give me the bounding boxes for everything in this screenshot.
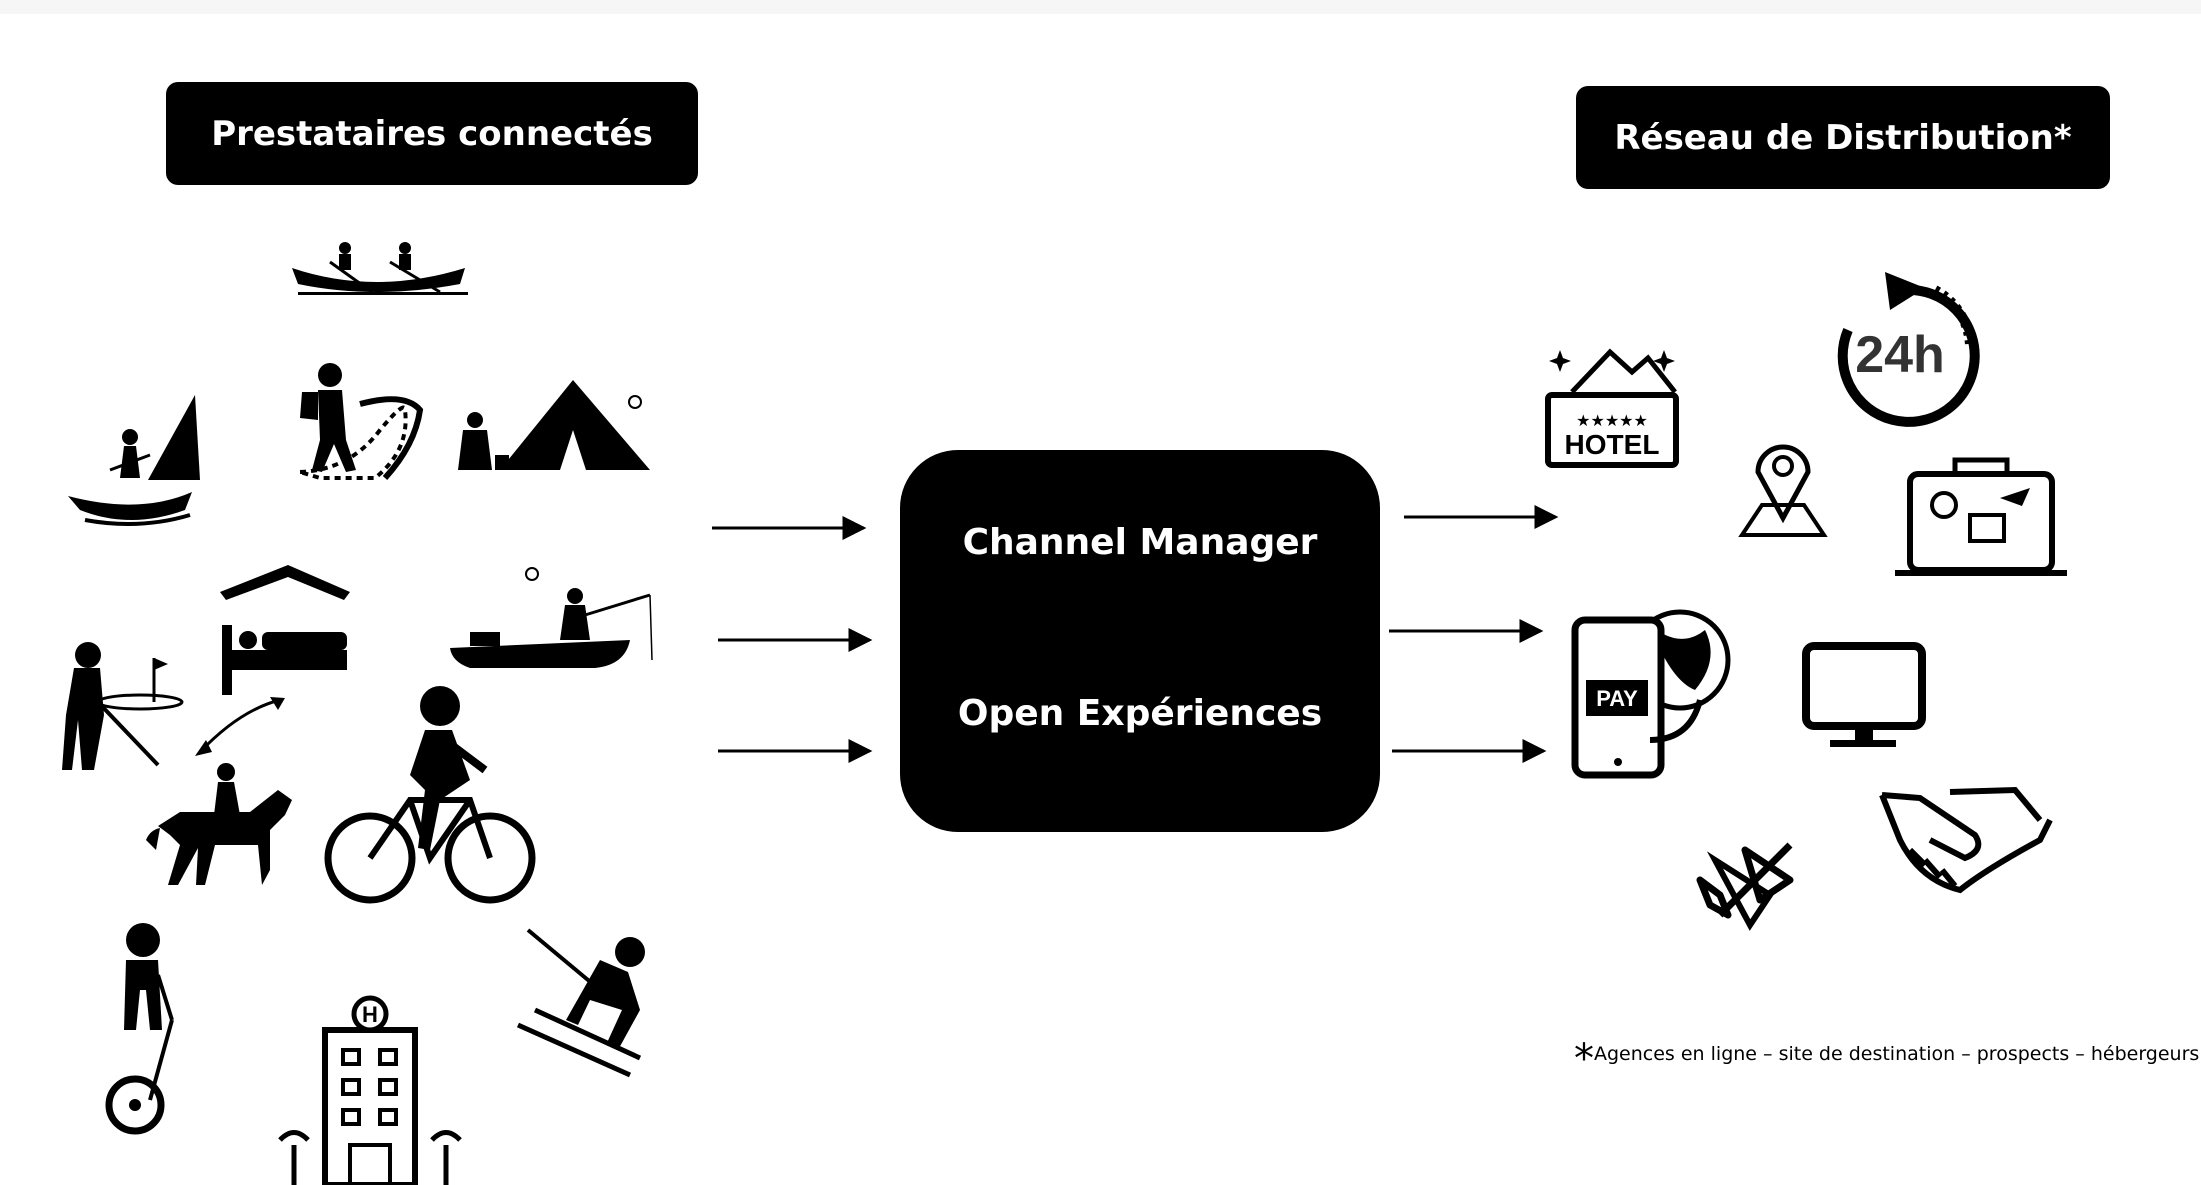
channel-manager-box: Channel Manager Open Expériences	[900, 450, 1380, 832]
footnote-star: *	[1574, 1036, 1594, 1082]
right-header-label: Réseau de Distribution*	[1614, 117, 2072, 158]
hotel-icon: ★★★★★ HOTEL	[1545, 348, 1679, 468]
hospital-letter: H	[362, 1002, 378, 1027]
travel-suitcase-icon	[1895, 457, 2067, 576]
cycling-icon	[324, 686, 536, 904]
24h-clock-icon: 24h	[1837, 272, 1980, 427]
segway-icon	[105, 923, 174, 1135]
left-header-label: Prestataires connectés	[211, 113, 653, 154]
camping-tent-icon	[458, 380, 650, 470]
skiing-icon	[516, 928, 645, 1078]
channel-manager-label: Channel Manager	[962, 522, 1318, 563]
pay-label: PAY	[1596, 686, 1638, 711]
canoe-icon	[292, 242, 468, 295]
handshake-icon	[1879, 786, 2053, 894]
golf-icon	[62, 642, 184, 770]
hotel-sign-text: HOTEL	[1565, 429, 1660, 460]
right-header-box: Réseau de Distribution*	[1576, 86, 2110, 189]
hiking-icon	[299, 363, 424, 481]
fishing-boat-icon	[450, 567, 653, 668]
hotel-building-icon: H	[278, 995, 462, 1185]
svg-text:★★★★★: ★★★★★	[1576, 411, 1648, 430]
horse-riding-icon	[146, 763, 292, 885]
mobile-pay-icon: PAY	[1571, 609, 1731, 779]
footnote: *Agences en ligne – site de destination …	[1574, 1036, 2199, 1082]
desktop-monitor-icon	[1802, 642, 1926, 747]
airplane-icon	[1696, 842, 1794, 931]
lodging-bed-icon	[195, 565, 350, 756]
open-experiences-label: Open Expériences	[957, 693, 1323, 734]
hours-label: 24h	[1855, 326, 1945, 384]
footnote-text: Agences en ligne – site de destination –…	[1594, 1043, 2200, 1065]
sailing-icon	[68, 395, 200, 526]
top-strip	[0, 0, 2201, 14]
left-header-box: Prestataires connectés	[166, 82, 698, 185]
location-pin-icon	[1738, 444, 1828, 537]
